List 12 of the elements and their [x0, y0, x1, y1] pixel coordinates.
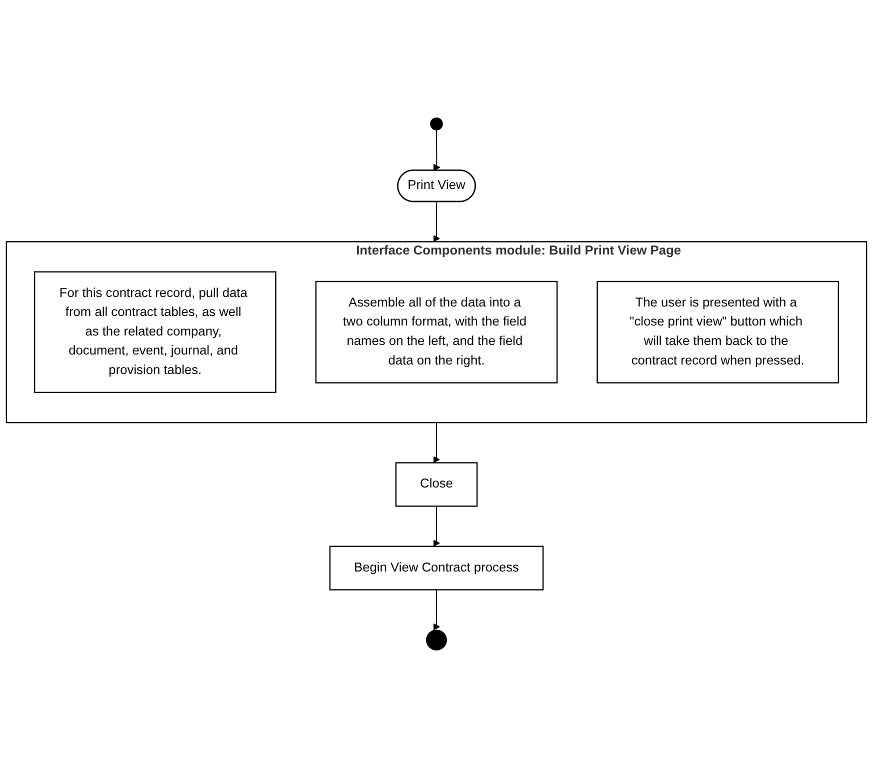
node-box: Assemble all of the data into a two column format, with the field names on the left, and the field data on the right.: [315, 280, 558, 384]
node-box: For this contract record, pull data from all contract tables, as well as the related company, document, event, journal, and provision tables.: [34, 271, 276, 394]
node-box: Close: [395, 462, 478, 507]
node-circle: [426, 630, 447, 650]
arrow: [433, 130, 440, 171]
arrow: [432, 506, 440, 547]
arrow: [432, 589, 440, 630]
arrow: [432, 201, 440, 242]
node-circle: [430, 118, 443, 130]
arrow: [432, 422, 440, 464]
node-box: Begin View Contract process: [329, 546, 544, 590]
node-box: The user is presented with a "close print view" button which will take them back to the contract record when pressed.: [596, 280, 840, 384]
